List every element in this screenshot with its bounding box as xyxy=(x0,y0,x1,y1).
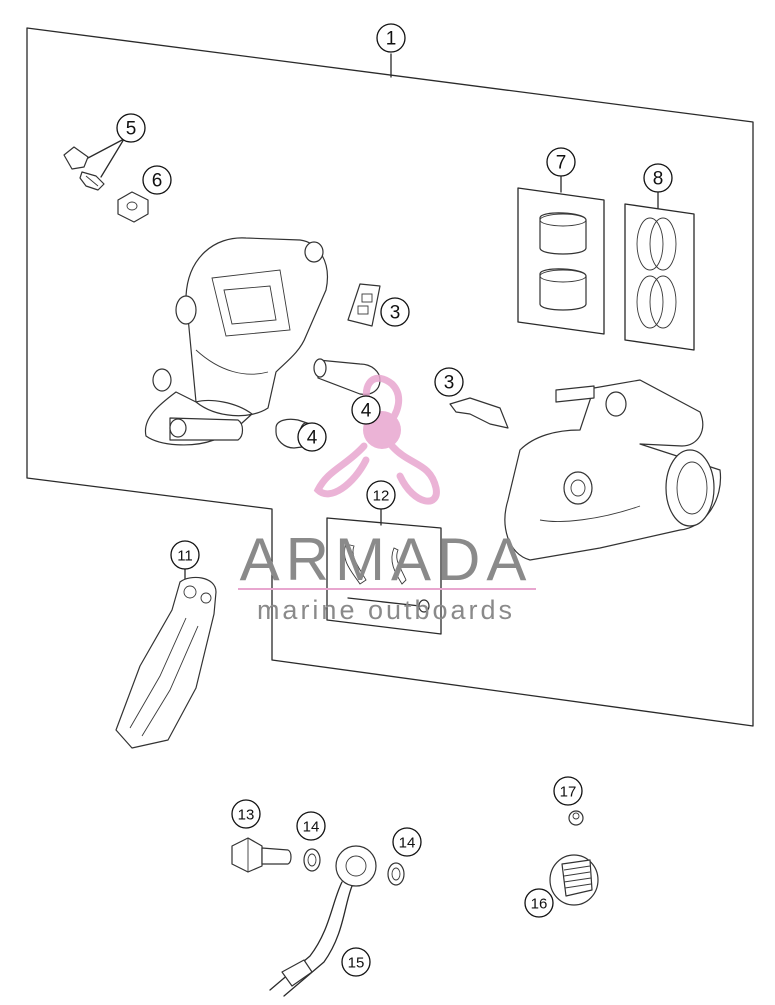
callout-circle xyxy=(392,827,422,857)
callout-number: 17 xyxy=(560,784,577,801)
callout-number: 12 xyxy=(373,488,390,505)
bleed-screw-part xyxy=(63,146,105,191)
callout-circle xyxy=(553,776,583,806)
callout-3: 3 xyxy=(380,297,410,327)
leader-lines xyxy=(87,53,659,581)
seal-kit-part xyxy=(624,203,695,351)
callout-14: 14 xyxy=(296,811,326,841)
watermark-logo-icon xyxy=(313,374,440,505)
callout-number: 5 xyxy=(126,119,137,140)
callout-circle xyxy=(116,113,146,143)
callout-number: 15 xyxy=(348,955,365,972)
callout-circle xyxy=(643,163,673,193)
watermark-tagline: marine outboards xyxy=(257,595,515,625)
caliper-support-part xyxy=(504,379,722,561)
callout-number: 14 xyxy=(399,835,416,852)
callout-6: 6 xyxy=(142,165,172,195)
callout-circle xyxy=(524,888,554,918)
callout-circle xyxy=(170,540,200,570)
callout-number: 1 xyxy=(386,29,397,50)
callout-circle xyxy=(142,165,172,195)
callout-circle xyxy=(341,947,371,977)
callout-number: 13 xyxy=(238,807,255,824)
callout-circle xyxy=(434,367,464,397)
callout-circle xyxy=(351,395,381,425)
washer-part xyxy=(303,848,405,886)
callout-number: 4 xyxy=(307,428,318,449)
callout-circle xyxy=(380,297,410,327)
brake-pad-part xyxy=(115,576,217,749)
callout-number: 6 xyxy=(152,171,163,192)
banjo-bolt-part xyxy=(231,837,292,873)
piston-kit-part xyxy=(517,187,605,335)
callout-8: 8 xyxy=(643,163,673,193)
plug-part xyxy=(549,854,599,906)
callout-number: 7 xyxy=(556,153,567,174)
callout-14: 14 xyxy=(392,827,422,857)
cap-part xyxy=(568,810,584,826)
callout-circle xyxy=(296,811,326,841)
callout-4: 4 xyxy=(297,422,327,452)
callout-12: 12 xyxy=(366,480,396,510)
pin-kit-part xyxy=(326,517,442,635)
callout-1: 1 xyxy=(376,23,406,53)
brake-line-part xyxy=(269,845,377,997)
callout-circle xyxy=(376,23,406,53)
caliper-body-part xyxy=(144,237,328,446)
assembly-frame xyxy=(26,27,754,727)
callout-17: 17 xyxy=(553,776,583,806)
callout-7: 7 xyxy=(546,147,576,177)
callout-number: 8 xyxy=(653,169,664,190)
callout-number: 11 xyxy=(177,548,193,565)
callout-circle xyxy=(231,799,261,829)
pad-spring-part-2 xyxy=(449,397,509,429)
nut-part xyxy=(117,191,149,223)
callout-11: 11 xyxy=(170,540,200,570)
callout-circle xyxy=(297,422,327,452)
callout-number: 4 xyxy=(361,401,372,422)
callout-number: 3 xyxy=(390,303,401,324)
pad-spring-part xyxy=(347,283,381,327)
callout-circle xyxy=(546,147,576,177)
callout-number: 16 xyxy=(531,896,548,913)
callout-3: 3 xyxy=(434,367,464,397)
callout-15: 15 xyxy=(341,947,371,977)
callout-number: 3 xyxy=(444,373,455,394)
callout-4: 4 xyxy=(351,395,381,425)
callout-16: 16 xyxy=(524,888,554,918)
callout-13: 13 xyxy=(231,799,261,829)
callout-number: 14 xyxy=(303,819,320,836)
callout-circle xyxy=(366,480,396,510)
watermark-brand: ARMADA xyxy=(240,526,533,593)
callout-5: 5 xyxy=(116,113,146,143)
